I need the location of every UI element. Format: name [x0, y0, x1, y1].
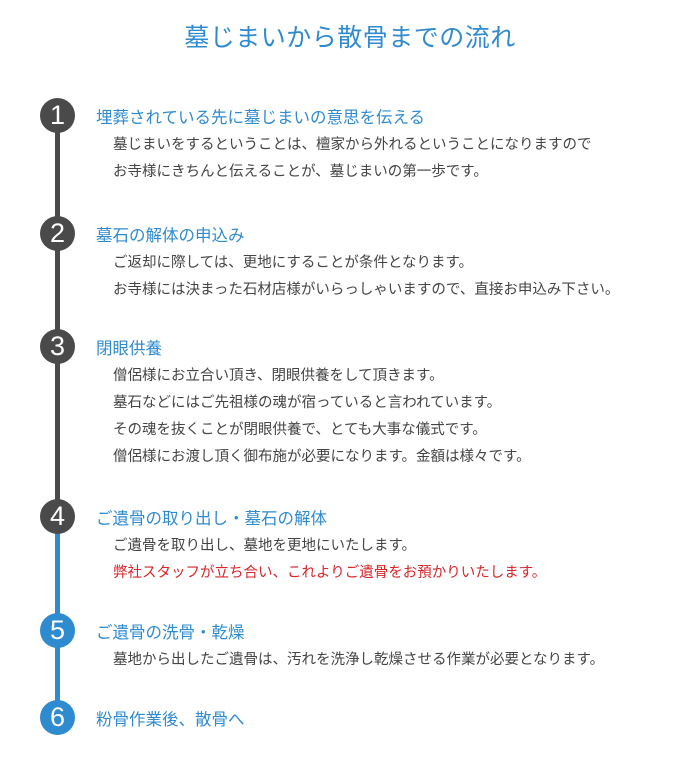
timeline-line-past [55, 115, 60, 515]
step-number-badge: 1 [40, 98, 75, 133]
description-line: 墓石などにはご先祖様の魂が宿っていると言われています。 [113, 395, 502, 411]
description-line: ご遺骨を取り出し、墓地を更地にいたします。 [113, 538, 417, 554]
description-line: 墓地から出したご遺骨は、汚れを洗浄し乾燥させる作業が必要となります。 [113, 652, 605, 668]
step-heading: 粉骨作業後、散骨へ [96, 710, 245, 729]
description-line: お寺様には決まった石材店様がいらっしゃいますので、直接お申込み下さい。 [113, 282, 620, 298]
step-description: 墓地から出したご遺骨は、汚れを洗浄し乾燥させる作業が必要となります。 [113, 647, 604, 674]
description-line: 墓じまいをするということは、檀家から外れるということになりますので [113, 137, 592, 153]
step-heading: ご遺骨の取り出し・墓石の解体 [96, 509, 327, 528]
description-line: ご返却に際しては、更地にすることが条件となります。 [113, 255, 474, 271]
description-line: お寺様にきちんと伝えることが、墓じまいの第一歩です。 [113, 164, 488, 180]
highlight-notice: 弊社スタッフが立ち合い、これよりご遺骨をお預かりいたします。 [113, 565, 547, 581]
step-heading: 墓石の解体の申込み [96, 226, 245, 245]
step-description: ご遺骨を取り出し、墓地を更地にいたします。 弊社スタッフが立ち合い、これよりご遺… [113, 533, 546, 587]
step-description: ご返却に際しては、更地にすることが条件となります。 お寺様には決まった石材店様が… [113, 250, 619, 304]
step-description: 僧侶様にお立合い頂き、閉眼供養をして頂きます。 墓石などにはご先祖様の魂が宿って… [113, 363, 531, 471]
step-number-badge: 4 [40, 499, 75, 534]
step-number-badge: 2 [40, 216, 75, 251]
description-line: 僧侶様にお立合い頂き、閉眼供養をして頂きます。 [113, 368, 444, 384]
step-heading: 閉眼供養 [96, 339, 162, 358]
step-number-badge: 3 [40, 329, 75, 364]
step-heading: 埋葬されている先に墓じまいの意思を伝える [96, 108, 426, 127]
step-description: 墓じまいをするということは、檀家から外れるということになりますので お寺様にきち… [113, 132, 592, 186]
step-heading: ご遺骨の洗骨・乾燥 [96, 623, 245, 642]
step-number-badge: 6 [40, 700, 75, 735]
page-title: 墓じまいから散骨までの流れ [184, 23, 516, 52]
description-line: その魂を抜くことが閉眼供養で、とても大事な儀式です。 [113, 422, 487, 438]
description-line: 僧侶様にお渡し頂く御布施が必要になります。金額は様々です。 [113, 449, 531, 465]
step-number-badge: 5 [40, 613, 75, 648]
